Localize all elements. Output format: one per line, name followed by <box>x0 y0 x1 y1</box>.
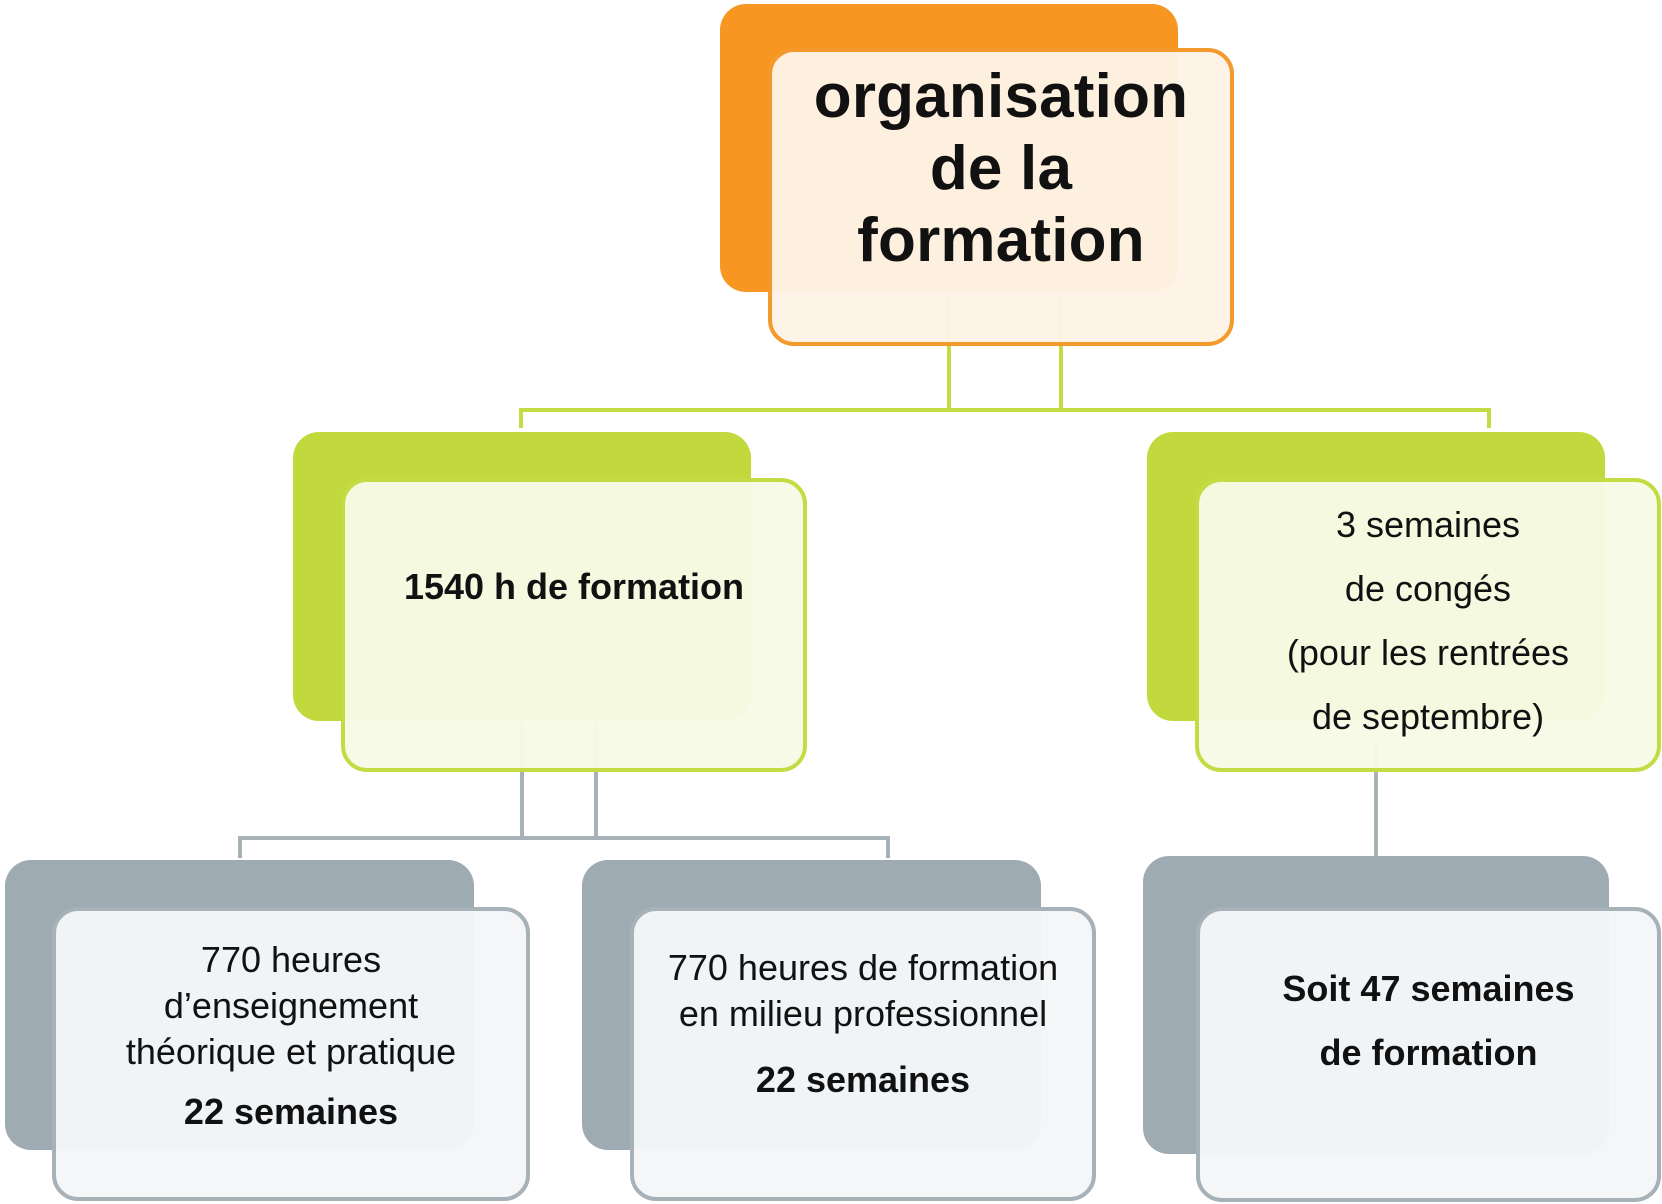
left-branch-node: 1540 h de formation <box>341 478 807 772</box>
root-node: organisation de la formation <box>768 48 1234 346</box>
bottom-left-line-2: d’enseignement <box>163 985 419 1026</box>
left-branch-node-text: 1540 h de formation <box>363 566 785 608</box>
right-branch-line-1: 3 semaines <box>1335 504 1521 545</box>
bottom-right-node: Soit 47 semaines de formation <box>1196 907 1661 1202</box>
right-branch-line-2: de congés <box>1344 568 1512 609</box>
right-branch-node: 3 semaines de congés (pour les rentrées … <box>1195 478 1661 772</box>
left-branch-to-bottom-connector <box>238 724 890 858</box>
root-to-level-two-connector <box>519 296 1491 428</box>
bottom-right-line-2: de formation <box>1319 1031 1538 1073</box>
right-branch-node-text: 3 semaines de congés (pour les rentrées … <box>1217 493 1639 749</box>
bottom-left-line-3: théorique et pratique <box>125 1031 457 1072</box>
bottom-left-emphasis: 22 semaines <box>183 1091 399 1132</box>
bottom-middle-node: 770 heures de formation en milieu profes… <box>630 907 1096 1201</box>
root-line-1: organisation <box>813 62 1189 131</box>
bottom-right-line-1: Soit 47 semaines <box>1282 967 1575 1009</box>
bottom-middle-line-1: 770 heures de formation <box>667 947 1059 988</box>
bottom-left-node: 770 heures d’enseignement théorique et p… <box>52 907 530 1201</box>
root-line-2: de la <box>929 134 1073 203</box>
right-branch-line-3: (pour les rentrées <box>1286 632 1570 673</box>
root-node-text: organisation de la formation <box>790 61 1212 277</box>
bottom-left-line-1: 770 heures <box>200 939 382 980</box>
bottom-right-node-text: Soit 47 semaines de formation <box>1218 957 1639 1085</box>
right-branch-line-4: de septembre) <box>1311 696 1545 737</box>
bottom-middle-node-text: 770 heures de formation en milieu profes… <box>652 945 1074 1103</box>
left-branch-label: 1540 h de formation <box>403 566 745 607</box>
bottom-left-node-text: 770 heures d’enseignement théorique et p… <box>74 937 508 1135</box>
root-line-3: formation <box>857 206 1145 275</box>
bottom-middle-emphasis: 22 semaines <box>755 1059 971 1100</box>
bottom-middle-line-2: en milieu professionnel <box>678 993 1048 1034</box>
